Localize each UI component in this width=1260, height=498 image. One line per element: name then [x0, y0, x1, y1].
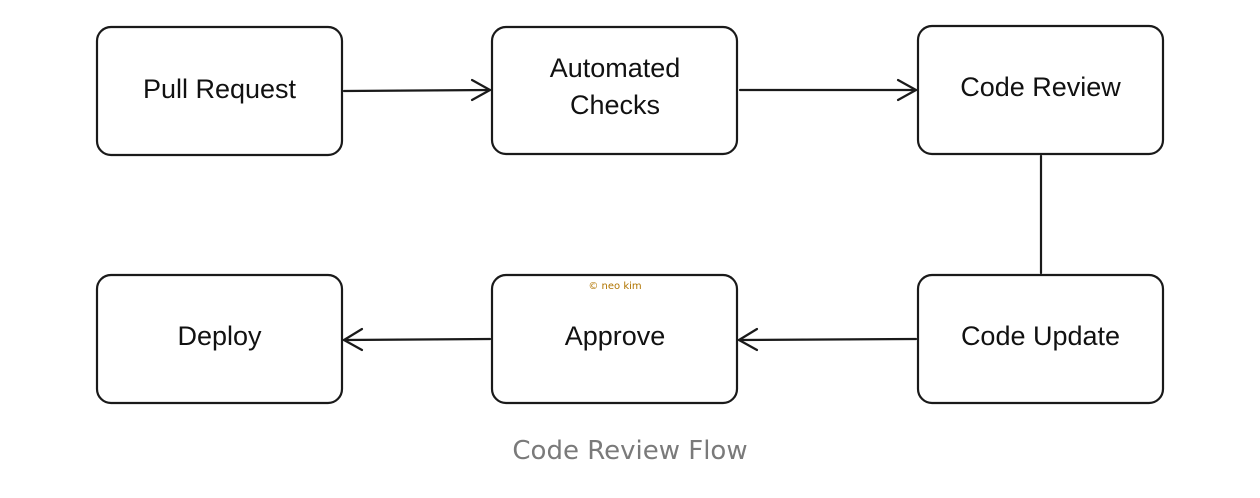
- arrowhead-icon: [737, 327, 759, 352]
- edge-pull-request-to-automated-checks: [342, 78, 492, 102]
- arrowhead-icon: [470, 78, 492, 102]
- arrowhead-icon: [896, 78, 918, 102]
- node-code-review-label: Code Review: [960, 72, 1121, 102]
- node-code-update: Code Update: [916, 273, 1165, 405]
- node-automated-checks-label-line2: Checks: [570, 90, 660, 120]
- edge-approve-to-deploy: [342, 327, 492, 352]
- node-deploy: Deploy: [95, 273, 344, 405]
- node-pull-request-label: Pull Request: [143, 74, 297, 104]
- node-approve-label: Approve: [565, 321, 666, 351]
- edge-code-update-to-approve: [737, 327, 918, 352]
- node-code-update-label: Code Update: [961, 321, 1120, 351]
- node-approve: Approve: [490, 273, 739, 405]
- arrowhead-icon: [342, 327, 364, 352]
- node-code-review: Code Review: [916, 24, 1165, 156]
- watermark-text: © neo kim: [588, 281, 641, 292]
- edge-automated-checks-to-code-review: [738, 78, 918, 102]
- node-pull-request: Pull Request: [95, 25, 344, 157]
- node-automated-checks: Automated Checks: [490, 25, 739, 156]
- node-deploy-label: Deploy: [177, 321, 262, 351]
- node-automated-checks-label-line1: Automated: [550, 53, 681, 83]
- diagram-caption: Code Review Flow: [512, 436, 748, 466]
- flow-diagram: Pull Request Automated Checks Code Revie…: [95, 24, 1165, 405]
